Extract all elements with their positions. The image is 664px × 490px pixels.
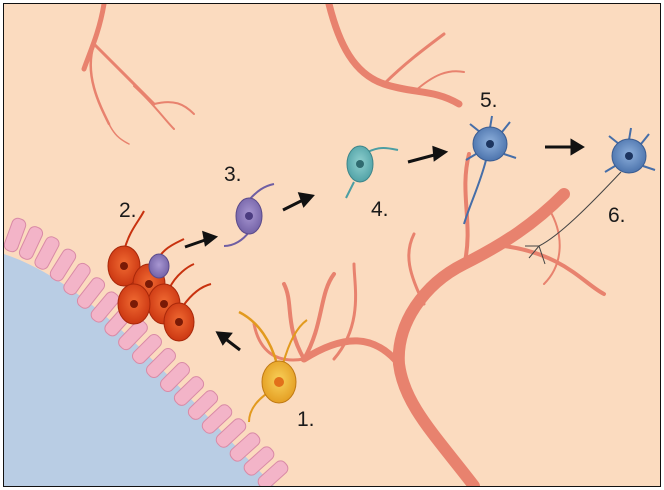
radial-glia-cell (239, 312, 307, 422)
step-label-1: 1. (297, 409, 315, 430)
arrow-4-to-5 (408, 148, 445, 162)
arrow-2-to-3 (185, 233, 215, 247)
step-label-5: 5. (480, 90, 498, 111)
step-label-4: 4. (371, 199, 389, 220)
migrating-cell (224, 184, 274, 246)
step-label-3: 3. (224, 164, 242, 185)
step-label-2: 2. (119, 200, 137, 221)
arrow-1-to-2 (218, 333, 240, 350)
diagram-canvas: 1. 2. 3. 4. 5. 6. (3, 3, 661, 487)
neuron-cell-5 (464, 116, 516, 224)
step-label-6: 6. (608, 205, 626, 226)
neurogenesis-illustration (4, 4, 660, 486)
immature-neuron (346, 146, 398, 198)
neuron-cell-6 (525, 128, 655, 264)
arrow-5-to-6 (545, 141, 582, 153)
arrows (185, 141, 582, 350)
arrow-3-to-4 (283, 194, 312, 210)
